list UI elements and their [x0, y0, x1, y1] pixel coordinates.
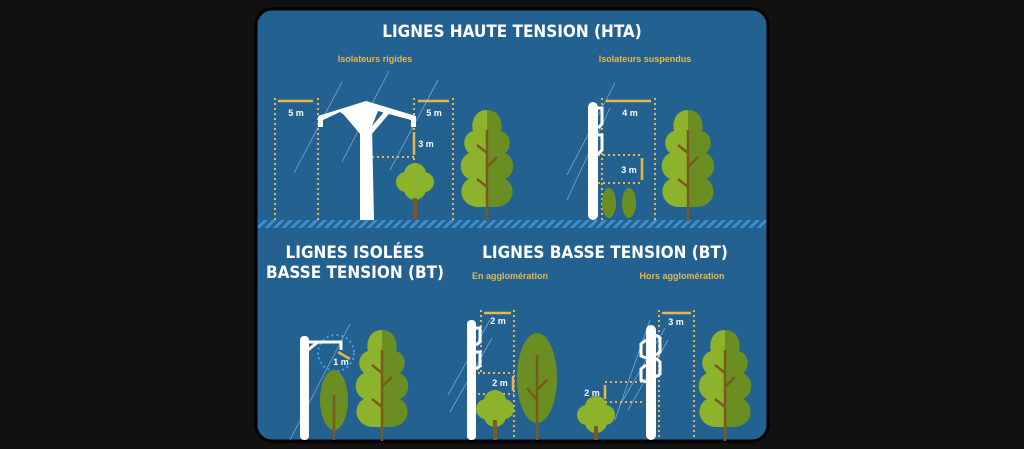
radius-label: 1 m [333, 357, 349, 367]
horizontal-gap-label: 3 m [668, 317, 684, 327]
rural-label: Hors agglomération [639, 271, 724, 281]
rural-bt-scene: 3 m 2 m [577, 310, 753, 443]
rigid-pylon-scene: 5 m 5 m 3 m [274, 70, 515, 223]
vertical-gap-label: 3 m [418, 139, 434, 149]
rigid-insulators-label: Isolateurs rigides [338, 54, 413, 64]
isolated-bt-title-1: LIGNES ISOLÉES [286, 241, 425, 263]
bt-title: LIGNES BASSE TENSION (BT) [482, 243, 728, 263]
horizontal-gap-label: 4 m [622, 108, 638, 118]
vertical-gap-label: 3 m [621, 165, 637, 175]
urban-label: En agglomération [472, 271, 548, 281]
suspended-insulators-label: Isolateurs suspendus [599, 54, 692, 64]
horizontal-gap-label: 2 m [490, 316, 506, 326]
isolated-bt-scene: 1 m [289, 323, 410, 443]
vertical-gap-label: 2 m [584, 388, 600, 398]
suspended-pole-scene: 4 m 3 m [566, 82, 716, 223]
urban-bt-scene: 2 m 2 m [447, 310, 557, 440]
right-gap-label: 5 m [426, 108, 442, 118]
left-gap-label: 5 m [288, 108, 304, 118]
vertical-gap-label: 2 m [492, 378, 508, 388]
ground-divider [258, 220, 766, 228]
hta-title: LIGNES HAUTE TENSION (HTA) [382, 22, 642, 42]
isolated-bt-title-2: BASSE TENSION (BT) [266, 263, 444, 283]
